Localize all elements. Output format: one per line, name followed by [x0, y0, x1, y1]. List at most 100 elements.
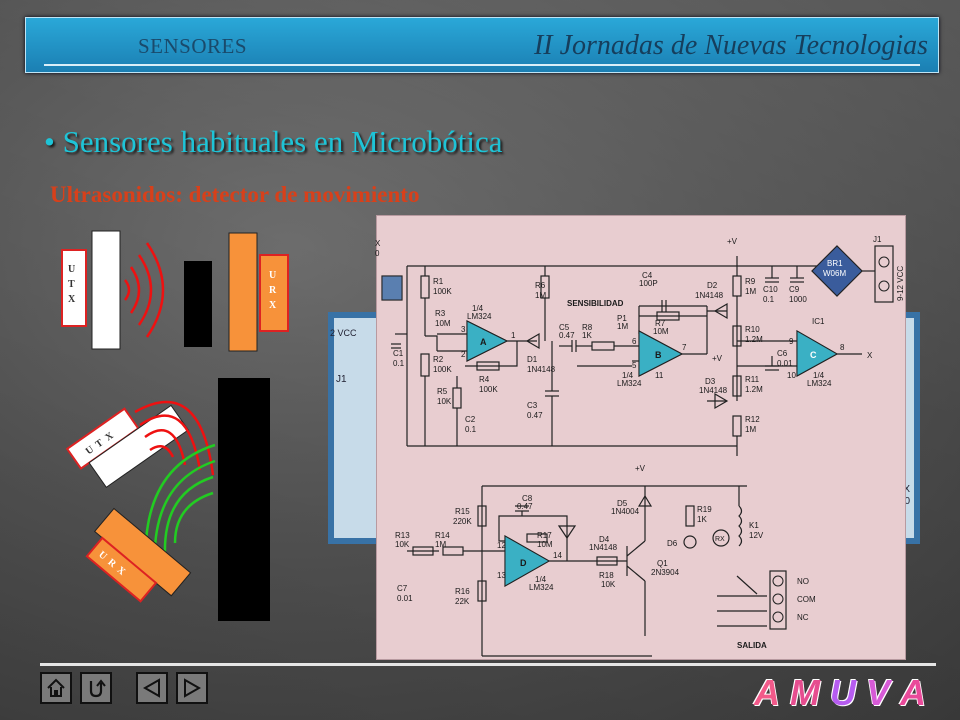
urx-letter: X [269, 300, 277, 311]
urx-letter: R [269, 285, 277, 296]
pin-label: 6 [632, 337, 637, 346]
schematic-label: 1M [617, 322, 628, 331]
schematic-label: 9-12 VCC [896, 266, 905, 301]
brand-letter: U [830, 672, 866, 713]
schematic-label: 2N3904 [651, 568, 680, 577]
band-label: 0 [904, 496, 910, 507]
home-icon [47, 678, 65, 697]
schematic-label: 1N4148 [695, 291, 724, 300]
schematic-label: +V [727, 237, 738, 246]
schematic-label: 100K [433, 287, 452, 296]
schematic-label: 1M [745, 287, 756, 296]
opamp-label: B [655, 350, 662, 360]
schematic-label: 1/4 [622, 371, 634, 380]
schematic-label: D6 [667, 539, 678, 548]
schematic-label: 10M [653, 327, 669, 336]
schematic-label: 1.2M [745, 335, 763, 344]
pin-label: 13 [497, 571, 506, 580]
schematic-label: 1/4 [813, 371, 825, 380]
schematic-label: J1 [873, 235, 882, 244]
schematic-label: 1N4148 [699, 386, 728, 395]
schematic-label: 220K [453, 517, 472, 526]
schematic-label: R13 [395, 531, 410, 540]
schematic-label: RX [715, 536, 725, 543]
schematic-label: SENSIBILIDAD [567, 299, 624, 308]
home-button[interactable] [40, 672, 72, 704]
footer-divider [40, 663, 936, 666]
schematic-label: C9 [789, 285, 800, 294]
schematic-label: 0.1 [763, 295, 775, 304]
pin-label: 12 [497, 541, 506, 550]
return-button[interactable] [80, 672, 112, 704]
wave-arcs-top [123, 242, 165, 338]
schematic-label: R18 [599, 571, 614, 580]
obstacle-large [218, 378, 270, 621]
utx-bottom: U T X [65, 404, 189, 489]
previous-slide-button[interactable] [136, 672, 168, 704]
obstacle-small [184, 261, 212, 347]
schematic-label: NC [797, 613, 809, 622]
schematic-label: R17 [537, 531, 552, 540]
schematic-label: 100P [639, 279, 658, 288]
schematic-label: 10K [601, 580, 616, 589]
return-icon [89, 679, 106, 698]
next-icon [184, 678, 202, 698]
urx-bottom: U R X [85, 507, 192, 603]
schematic-label: R3 [435, 309, 446, 318]
opamp-label: D [520, 558, 527, 568]
schematic-label: P1 [617, 314, 627, 323]
schematic-label: K1 [749, 521, 759, 530]
schematic-label: 0.01 [397, 594, 413, 603]
schematic-label: W06M [823, 269, 846, 278]
brand-letter: A [900, 672, 937, 713]
schematic-label: C3 [527, 401, 538, 410]
schematic-label: R8 [582, 323, 593, 332]
utx-letter: U [68, 264, 75, 275]
pin-label: 11 [655, 371, 664, 380]
schematic-label: 100K [479, 385, 498, 394]
urx-letter: U [269, 270, 276, 281]
schematic-label: D4 [599, 535, 610, 544]
schematic-label: 1N4148 [527, 365, 556, 374]
schematic-label: LM324 [617, 379, 642, 388]
brand-letter: V [866, 672, 901, 713]
schematic-label: C10 [763, 285, 778, 294]
pin-label: 2 [461, 350, 466, 359]
brand-letter: M [790, 672, 830, 713]
schematic-label: C5 [559, 323, 570, 332]
slide-subtitle: Ultrasonidos: detector de movimiento [50, 182, 420, 207]
schematic-label: LM324 [807, 379, 832, 388]
schematic-label: 1K [582, 331, 592, 340]
schematic-label: R2 [433, 355, 444, 364]
brand-letter: A [754, 672, 790, 713]
schematic-label: 0.47 [517, 502, 533, 511]
schematic-label: 12V [749, 531, 764, 540]
schematic-label: 1N4004 [611, 507, 640, 516]
schematic-label: 1000 [789, 295, 807, 304]
schematic-label: 10M [537, 540, 553, 549]
schematic-label: C8 [522, 494, 533, 503]
next-slide-button[interactable] [176, 672, 208, 704]
schematic-label: IC1 [812, 317, 825, 326]
schematic-label: R12 [745, 415, 760, 424]
pin-label: 3 [461, 325, 466, 334]
schematic-label: 10K [395, 540, 410, 549]
schematic-label: 0 [375, 249, 380, 258]
schematic-label: 1M [745, 425, 756, 434]
schematic-label: COM [797, 595, 816, 604]
ultrasonic-illustration: U T X U R X U T X [61, 230, 289, 621]
pin-label: 8 [840, 343, 845, 352]
schematic-label: LM324 [529, 583, 554, 592]
schematic-label: R19 [697, 505, 712, 514]
schematic-label: R11 [745, 375, 760, 384]
schematic-label: D2 [707, 281, 718, 290]
schematic-label: 1M [535, 291, 546, 300]
slide-title-text: Sensores habituales en Microbótica [62, 124, 503, 159]
schematic-label: R5 [437, 387, 448, 396]
schematic-label: C6 [777, 349, 788, 358]
slide-title: • Sensores habituales en Microbótica [44, 124, 503, 160]
schematic-label: 1N4148 [589, 543, 618, 552]
schematic-label: C7 [397, 584, 408, 593]
schematic-label: R7 [655, 319, 666, 328]
schematic-label: 0.47 [559, 331, 575, 340]
